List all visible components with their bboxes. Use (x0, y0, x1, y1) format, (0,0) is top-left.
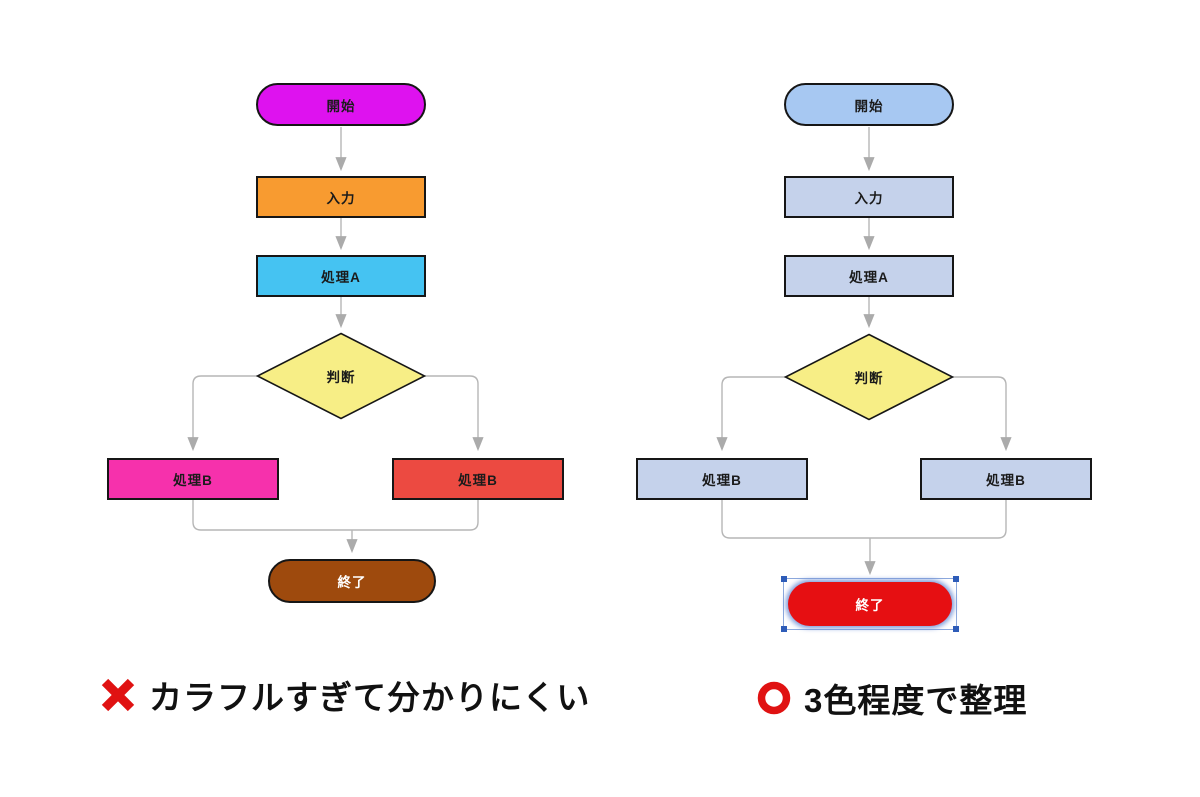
flow-node-decision[interactable]: 判断 (256, 332, 426, 420)
flow-node-start[interactable]: 開始 (256, 83, 426, 126)
node-label: 処理B (458, 473, 498, 488)
caption-colorful: カラフルすぎて分かりにくい (100, 671, 590, 719)
node-label: 開始 (326, 98, 356, 114)
node-label: 処理B (702, 473, 742, 488)
connector-decision-processB-left (187, 375, 257, 452)
node-label: 終了 (855, 598, 885, 613)
node-label: 処理A (321, 270, 361, 285)
selection-handle-bottom-right[interactable] (953, 626, 959, 632)
node-label: 処理A (849, 270, 889, 285)
node-label: 処理B (986, 473, 1026, 488)
caption-text: カラフルすぎて分かりにくい (149, 679, 591, 716)
connector-decision-processB-left (716, 376, 785, 452)
connector-processB-right-merge (352, 500, 479, 531)
caption-text: 3色程度で整理 (804, 682, 1028, 719)
cross-mark-icon (101, 678, 135, 712)
node-label: 開始 (854, 98, 884, 114)
selection-handle-bottom-left[interactable] (781, 626, 787, 632)
connector-decision-processB-right (425, 375, 484, 452)
selection-box (781, 576, 959, 632)
flow-node-process-b-left[interactable]: 処理B (107, 458, 279, 500)
flow-node-input[interactable]: 入力 (256, 176, 426, 218)
diamond-shape (784, 333, 954, 421)
circle-mark-icon (757, 681, 791, 715)
connector-processB-left-merge (192, 500, 352, 531)
flow-node-process-b-right[interactable]: 処理B (920, 458, 1092, 500)
flow-node-end-selected[interactable]: 終了 (788, 582, 952, 626)
connector-decision-processB-right (953, 376, 1012, 452)
flow-node-process-a[interactable]: 処理A (784, 255, 954, 297)
caption-three-color: 3色程度で整理 (757, 674, 1027, 722)
flow-node-decision[interactable]: 判断 (784, 333, 954, 421)
flow-node-start[interactable]: 開始 (784, 83, 954, 126)
flow-node-process-a[interactable]: 処理A (256, 255, 426, 297)
node-label: 入力 (854, 191, 884, 206)
selection-handle-top-right[interactable] (953, 576, 959, 582)
connector-processB-left-merge (721, 500, 870, 539)
node-label: 入力 (326, 191, 356, 206)
diamond-shape (256, 332, 426, 420)
node-label: 終了 (337, 575, 367, 590)
node-label: 判断 (326, 370, 356, 385)
node-label: 処理B (173, 473, 213, 488)
flow-node-process-b-right[interactable]: 処理B (392, 458, 564, 500)
connector-processB-right-merge (870, 500, 1007, 539)
flow-node-input[interactable]: 入力 (784, 176, 954, 218)
selection-handle-top-left[interactable] (781, 576, 787, 582)
flow-node-end[interactable]: 終了 (268, 559, 436, 603)
node-label: 判断 (854, 371, 884, 386)
flow-node-process-b-left[interactable]: 処理B (636, 458, 808, 500)
